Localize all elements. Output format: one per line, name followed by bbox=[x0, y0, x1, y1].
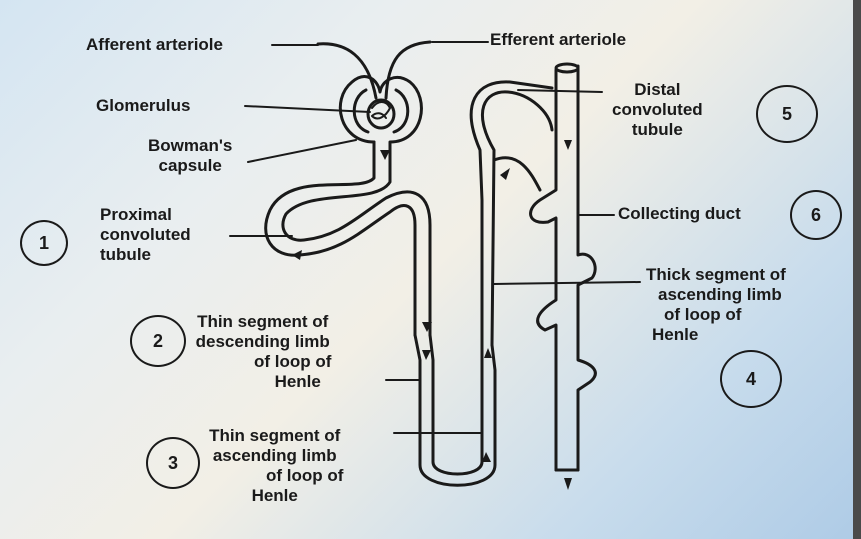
distal-tubule-label: Distal convoluted tubule bbox=[612, 80, 703, 140]
distal-tubule-loop bbox=[494, 158, 540, 190]
collecting-duct-label: Collecting duct bbox=[618, 204, 741, 224]
flow-arrow-6 bbox=[484, 348, 492, 358]
collecting-duct-tube bbox=[531, 66, 596, 470]
thin-ascending-limb-label: Thin segment of ascending limb of loop o… bbox=[206, 426, 343, 506]
bowmans-capsule-label: Bowman's capsule bbox=[148, 136, 232, 176]
afferent-arteriole-label: Afferent arteriole bbox=[86, 35, 223, 55]
number-5-circle: 5 bbox=[756, 85, 818, 143]
glomerulus-tuft bbox=[372, 102, 390, 118]
flow-arrow-7 bbox=[564, 140, 572, 150]
number-1-circle: 1 bbox=[20, 220, 68, 266]
bowmans-capsule-shape bbox=[340, 77, 421, 165]
bowmans-leader-line bbox=[248, 140, 356, 162]
flow-arrow-2 bbox=[292, 250, 302, 260]
efferent-arteriole-label: Efferent arteriole bbox=[490, 30, 626, 50]
efferent-arteriole-vessel bbox=[386, 42, 430, 98]
flow-arrow-8 bbox=[564, 478, 572, 490]
number-2-circle: 2 bbox=[130, 315, 186, 367]
proximal-tubule-label: Proximal convoluted tubule bbox=[100, 205, 191, 265]
number-4-circle: 4 bbox=[720, 350, 782, 408]
number-6-circle: 6 bbox=[790, 190, 842, 240]
number-3-circle: 3 bbox=[146, 437, 200, 489]
thick-leader-line bbox=[494, 282, 640, 284]
collecting-duct-top bbox=[556, 64, 578, 72]
thick-ascending-limb-label: Thick segment of ascending limb of loop … bbox=[646, 265, 786, 345]
flow-arrow-9 bbox=[500, 168, 510, 180]
glomerulus-leader-line bbox=[245, 106, 370, 112]
proximal-tubule-outer bbox=[266, 142, 415, 335]
distal-leader-line bbox=[518, 90, 602, 92]
glomerulus-label: Glomerulus bbox=[96, 96, 190, 116]
proximal-tubule-inner bbox=[283, 165, 430, 335]
flow-arrow-4 bbox=[422, 350, 431, 360]
thin-descending-limb-label: Thin segment of descending limb of loop … bbox=[194, 312, 331, 392]
